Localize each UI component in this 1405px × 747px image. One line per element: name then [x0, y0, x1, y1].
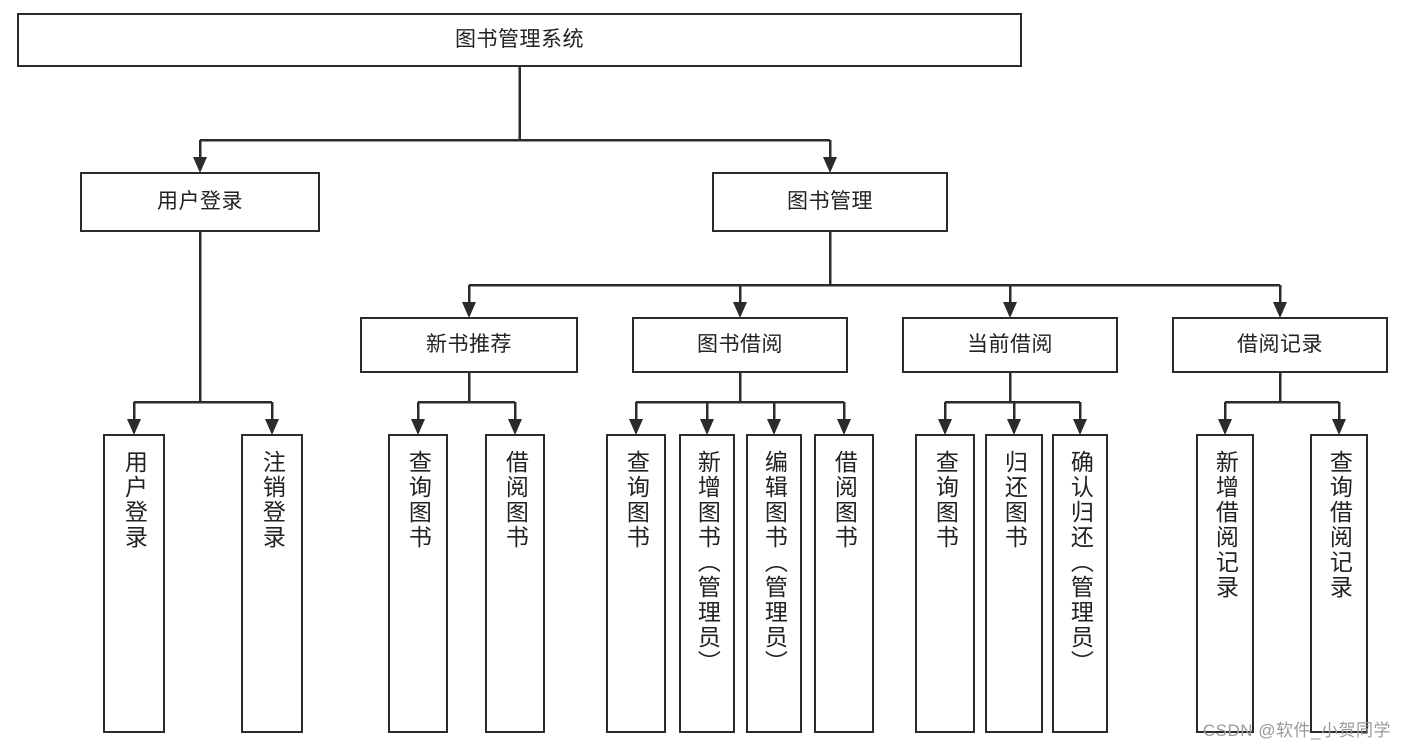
csdn-watermark: CSDN @软件_小贺同学 [1202, 721, 1391, 740]
leaf-label: 查询图书 [932, 450, 959, 550]
leaf-query-book-3[interactable]: 查询图书 [915, 434, 975, 733]
node-current-borrow[interactable]: 当前借阅 [902, 317, 1118, 373]
leaf-add-borrow-record[interactable]: 新增借阅记录 [1196, 434, 1254, 733]
node-root[interactable]: 图书管理系统 [17, 13, 1022, 67]
leaf-return-book[interactable]: 归还图书 [985, 434, 1043, 733]
leaf-user-login[interactable]: 用户登录 [103, 434, 165, 733]
leaf-edit-book-admin[interactable]: 编辑图书（管理员） [746, 434, 802, 733]
leaf-label: 用户登录 [121, 450, 148, 550]
node-borrow-record[interactable]: 借阅记录 [1172, 317, 1388, 373]
node-book-manage[interactable]: 图书管理 [712, 172, 948, 232]
leaf-label: 查询图书 [623, 450, 650, 550]
leaf-label: 借阅图书 [831, 450, 858, 550]
node-book-borrow[interactable]: 图书借阅 [632, 317, 848, 373]
leaf-label: 编辑图书（管理员） [761, 450, 788, 675]
leaf-label: 查询图书 [405, 450, 432, 550]
leaf-add-book-admin[interactable]: 新增图书（管理员） [679, 434, 735, 733]
leaf-label: 注销登录 [259, 450, 286, 550]
leaf-borrow-book-2[interactable]: 借阅图书 [814, 434, 874, 733]
leaf-query-book-1[interactable]: 查询图书 [388, 434, 448, 733]
leaf-confirm-return-admin[interactable]: 确认归还（管理员） [1052, 434, 1108, 733]
leaf-label: 确认归还（管理员） [1067, 450, 1094, 675]
leaf-label: 新增图书（管理员） [694, 450, 721, 675]
leaf-label: 借阅图书 [502, 450, 529, 550]
leaf-label: 归还图书 [1001, 450, 1028, 550]
leaf-label: 新增借阅记录 [1212, 450, 1239, 600]
leaf-label: 查询借阅记录 [1326, 450, 1353, 600]
leaf-user-logout[interactable]: 注销登录 [241, 434, 303, 733]
leaf-query-borrow-record[interactable]: 查询借阅记录 [1310, 434, 1368, 733]
leaf-query-book-2[interactable]: 查询图书 [606, 434, 666, 733]
node-new-book-recommend[interactable]: 新书推荐 [360, 317, 578, 373]
node-user-login[interactable]: 用户登录 [80, 172, 320, 232]
leaf-borrow-book-1[interactable]: 借阅图书 [485, 434, 545, 733]
